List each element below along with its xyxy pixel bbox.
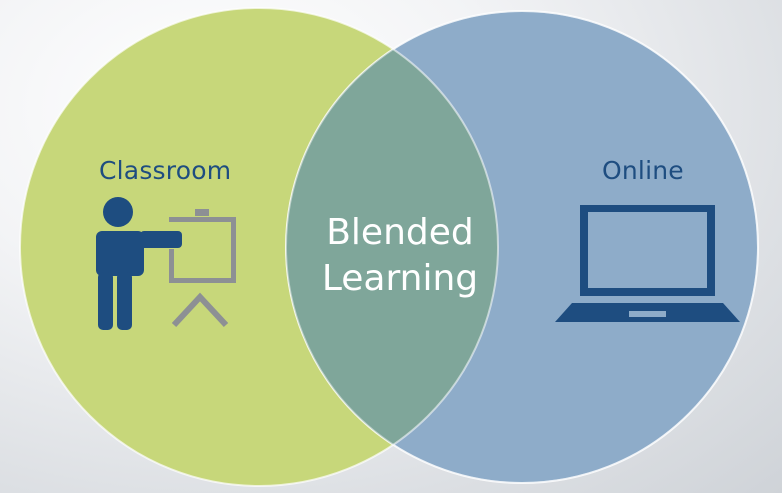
center-label-line1: Blended (326, 212, 474, 253)
center-label-line2: Learning (321, 258, 479, 299)
classroom-label: Classroom (99, 156, 232, 185)
online-label: Online (602, 156, 684, 185)
presenter-icon (96, 197, 236, 330)
laptop-icon (555, 205, 740, 322)
blended-learning-label: Blended Learning (290, 210, 510, 302)
overlap-region (286, 11, 498, 483)
